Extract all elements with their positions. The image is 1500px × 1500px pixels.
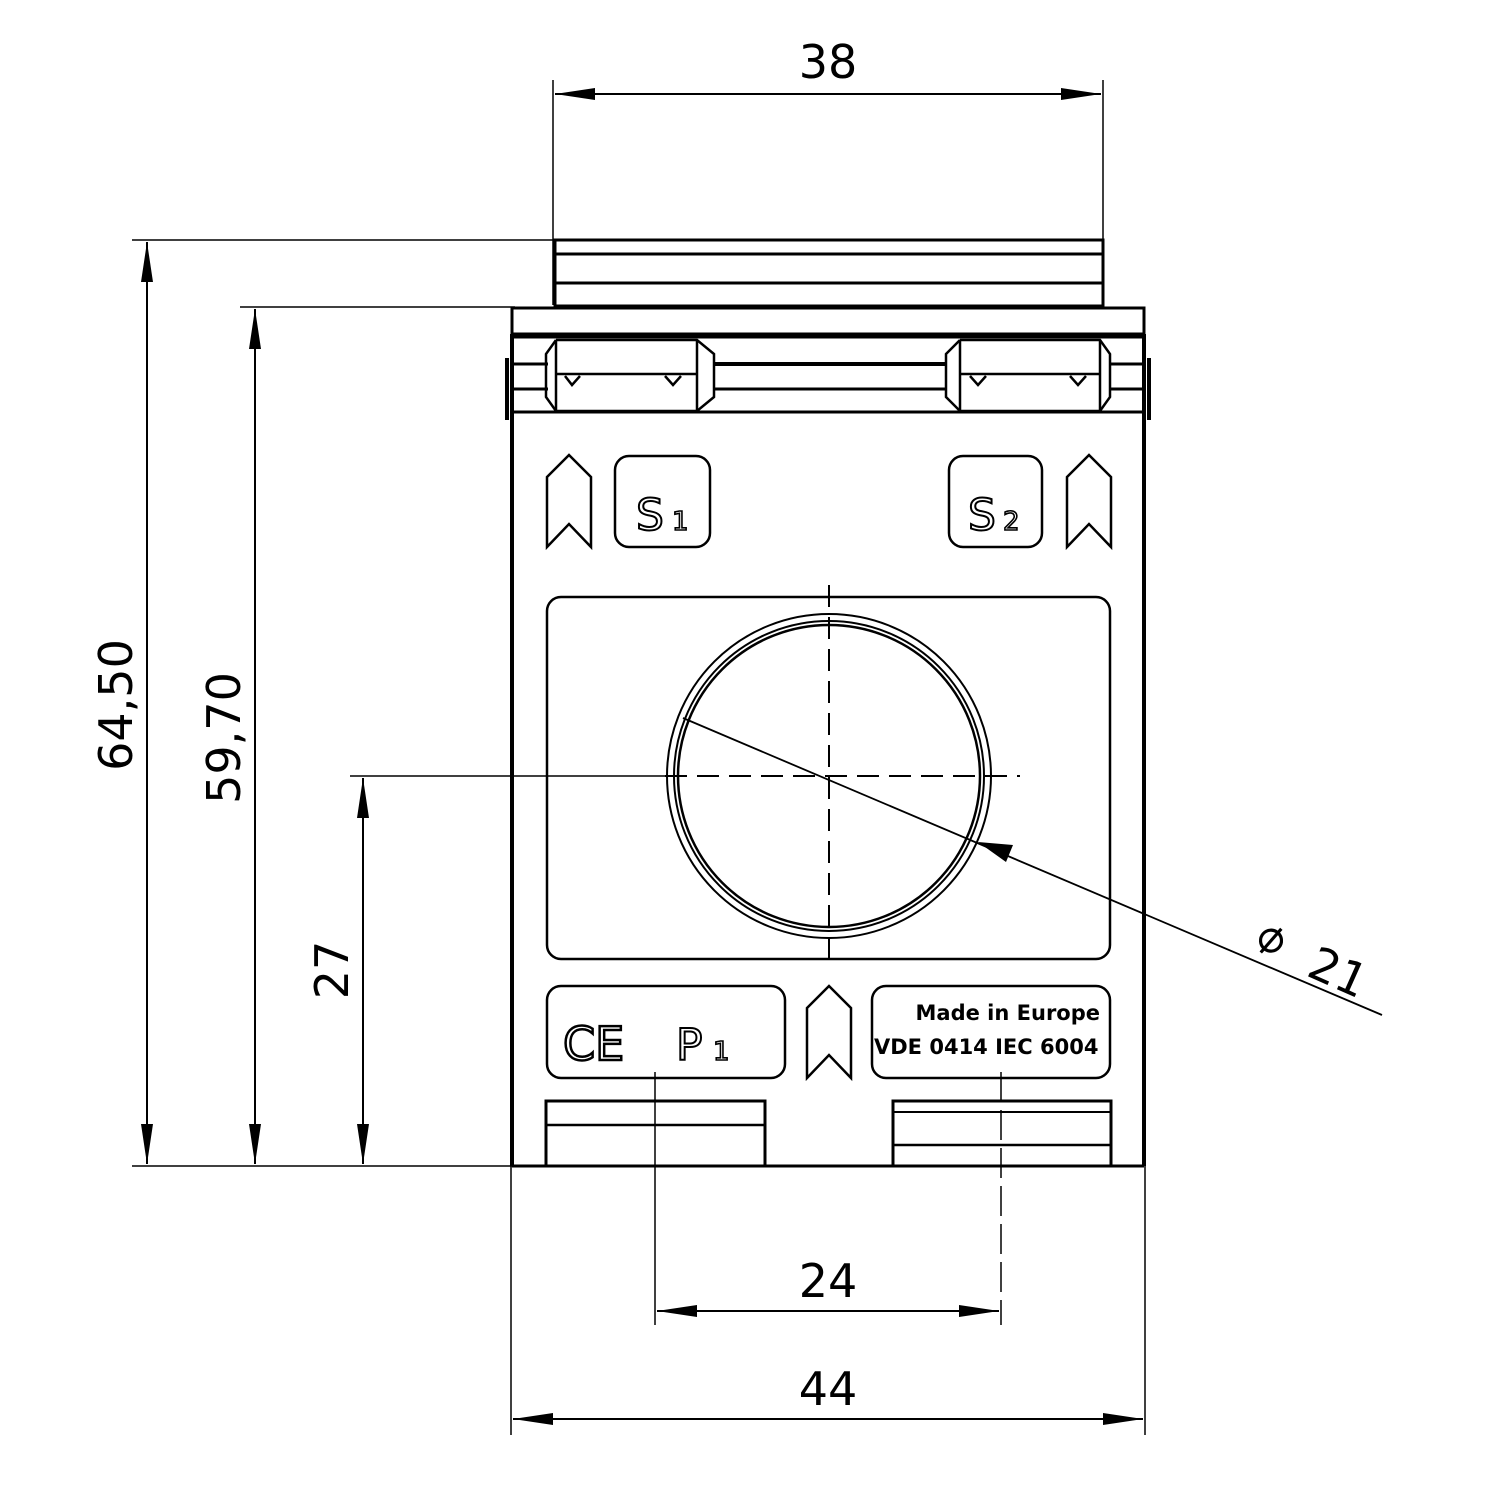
chevron-up-icon (805, 984, 853, 1082)
terminal-block-s2 (944, 338, 1112, 413)
dimension-top-width: 38 (552, 35, 1104, 305)
ce-p1-label: CE P 1 (545, 984, 787, 1080)
aperture-window (545, 585, 1112, 965)
bottom-terminal-right (891, 1099, 1113, 1168)
chevron-up-icon (1065, 453, 1113, 551)
s2-subscript: 2 (1003, 507, 1020, 537)
direction-marker-bottom (805, 984, 853, 1082)
p1-subscript: 1 (713, 1037, 730, 1067)
ce-mark: CE (563, 1017, 624, 1071)
dimension-overall-width: 44 (510, 1166, 1146, 1435)
dimension-label-center-height: 27 (305, 941, 359, 1000)
chevron-up-icon (545, 453, 593, 551)
dimension-label-overall-width: 44 (799, 1362, 858, 1416)
top-cap (553, 238, 1105, 308)
dimension-terminal-spacing: 24 (654, 1072, 1002, 1325)
dimension-center-height: 27 (305, 775, 665, 1164)
dimension-label-aperture-diameter: 21 (1301, 936, 1376, 1009)
dimension-label-overall-height: 64,50 (89, 639, 143, 771)
s1-letter: S (636, 490, 664, 541)
dimension-label-terminal-spacing: 24 (799, 1254, 858, 1308)
dimension-label-top-width: 38 (799, 35, 858, 89)
direction-marker-left (545, 453, 593, 551)
s1-terminal-label: S 1 (613, 454, 712, 549)
standard-text: VDE 0414 IEC 6004 (874, 1035, 1098, 1059)
s1-subscript: 1 (672, 507, 689, 537)
s2-letter: S (968, 490, 996, 541)
dimension-overall-height: 64,50 (89, 239, 555, 1167)
diameter-symbol: ⌀ (1255, 908, 1286, 964)
origin-standard-label: Made in Europe VDE 0414 IEC 6004 (870, 984, 1112, 1080)
dimension-label-body-height: 59,70 (197, 672, 251, 804)
s2-terminal-label: S 2 (947, 454, 1044, 549)
direction-marker-right (1065, 453, 1113, 551)
dimension-aperture-diameter: ⌀ 21 (682, 717, 1383, 1016)
dimension-body-height: 59,70 (197, 306, 515, 1164)
made-in-europe-text: Made in Europe (916, 1001, 1100, 1025)
terminal-block-s1 (544, 338, 716, 413)
p1-letter: P (676, 1020, 703, 1071)
